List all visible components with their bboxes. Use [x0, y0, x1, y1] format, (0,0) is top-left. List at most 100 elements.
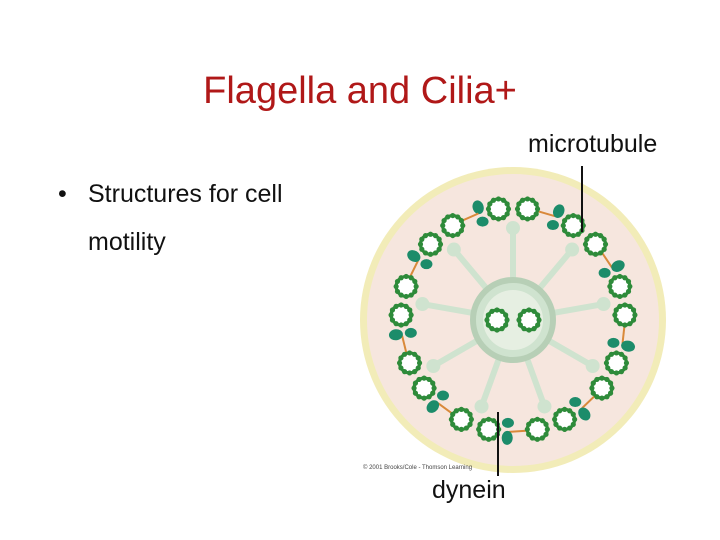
tubulin-bead: [521, 326, 527, 332]
tubulin-bead: [453, 425, 459, 431]
tubulin-bead: [613, 350, 620, 356]
tubulin-bead: [536, 317, 542, 323]
tubulin-bead: [572, 416, 578, 422]
tubulin-bead: [445, 231, 451, 237]
tubulin-bead: [412, 390, 419, 396]
dynein-arm: [437, 390, 450, 401]
tubulin-bead: [601, 236, 607, 242]
tubulin-bead: [467, 411, 473, 417]
tubulin-bead: [398, 292, 404, 298]
tubulin-bead: [570, 421, 576, 427]
tubulin-bead: [431, 385, 437, 391]
tubulin-bead: [531, 308, 537, 314]
tubulin-bead: [481, 418, 487, 424]
tubulin-bead: [458, 426, 464, 432]
tubulin-bead: [436, 246, 442, 252]
spoke-head: [506, 221, 520, 235]
tubulin-bead: [490, 215, 497, 221]
spoke-head: [446, 242, 461, 257]
tubulin-bead: [526, 307, 532, 313]
tubulin-bead: [524, 426, 530, 432]
microtubule-b: [514, 196, 541, 222]
microtubule-a: [411, 375, 437, 401]
tubulin-bead: [608, 351, 615, 357]
bullet-item-continuation: motility: [58, 218, 358, 266]
tubulin-bead: [445, 214, 451, 220]
tubulin-bead: [463, 408, 469, 414]
tubulin-bead: [458, 227, 464, 234]
tubulin-bead: [529, 435, 535, 441]
tubulin-bead: [500, 215, 507, 221]
tubulin-bead: [487, 211, 493, 217]
spoke-head: [426, 359, 441, 373]
spoke-head: [415, 297, 430, 312]
tubulin-bead: [613, 317, 619, 323]
tubulin-bead: [394, 288, 401, 295]
microtubule-b: [393, 273, 419, 300]
tubulin-bead: [450, 232, 456, 239]
tubulin-bead: [612, 292, 618, 298]
microtubule-b: [589, 375, 615, 401]
tubulin-bead: [422, 232, 429, 239]
tubulin-bead: [534, 416, 540, 422]
tubulin-bead: [491, 418, 497, 424]
tubulin-bead: [500, 197, 507, 203]
tubulin-bead: [552, 416, 558, 422]
tubulin-bead: [613, 307, 619, 313]
tubulin-bead: [560, 222, 566, 229]
tubulin-bead: [524, 196, 531, 202]
tubulin-bead: [622, 365, 628, 371]
tubulin-bead: [553, 421, 559, 427]
tubulin-bead: [458, 217, 464, 224]
tubulin-bead: [589, 385, 595, 391]
tubulin-bead: [415, 365, 421, 371]
microtubule-b: [524, 416, 550, 442]
tubulin-bead: [394, 278, 401, 285]
radial-spoke: [419, 301, 479, 317]
tubulin-bead: [430, 390, 436, 396]
tubulin-bead: [458, 406, 464, 412]
microtubule-b: [440, 212, 466, 239]
tubulin-bead: [419, 236, 425, 242]
dynein-label: dynein: [432, 476, 506, 504]
tubulin-bead: [557, 408, 563, 414]
tubulin-bead: [594, 376, 600, 383]
figure-credit: © 2001 Brooks/Cole - Thomson Learning: [363, 465, 473, 471]
tubulin-bead: [516, 201, 522, 207]
tubulin-bead: [570, 411, 576, 417]
tubulin-bead: [529, 418, 535, 424]
tubulin-bead: [455, 231, 461, 237]
tubulin-bead: [485, 322, 491, 328]
tubulin-bead: [535, 312, 541, 318]
radial-spoke: [547, 301, 607, 317]
tubulin-bead: [539, 418, 545, 424]
tubulin-bead: [421, 375, 427, 381]
microtubule-a: [560, 212, 586, 239]
tubulin-bead: [630, 317, 637, 323]
bullet-list: • Structures for cell motility: [58, 170, 358, 266]
tubulin-bead: [539, 435, 545, 441]
tubulin-bead: [622, 322, 628, 328]
tubulin-bead: [504, 317, 510, 323]
tubulin-bead: [485, 312, 491, 318]
tubulin-bead: [393, 321, 399, 327]
dynein-arm: [420, 259, 433, 270]
tubulin-bead: [623, 360, 630, 366]
tubulin-bead: [526, 327, 532, 333]
microtubule-label: microtubule: [528, 130, 658, 158]
dynein-arm: [476, 216, 489, 227]
tubulin-bead: [401, 351, 408, 357]
dynein-arm: [621, 340, 635, 352]
microtubule-b: [612, 302, 638, 328]
tubulin-bead: [529, 215, 536, 221]
tubulin-bead: [504, 211, 510, 217]
tubulin-bead: [597, 232, 604, 239]
tubulin-bead: [503, 312, 509, 318]
spoke-head: [474, 399, 489, 414]
tubulin-bead: [622, 292, 628, 298]
tubulin-bead: [407, 317, 413, 323]
tubulin-bead: [575, 214, 581, 220]
tubulin-bead: [489, 326, 495, 332]
radial-spoke: [534, 246, 576, 294]
tubulin-bead: [533, 201, 539, 207]
